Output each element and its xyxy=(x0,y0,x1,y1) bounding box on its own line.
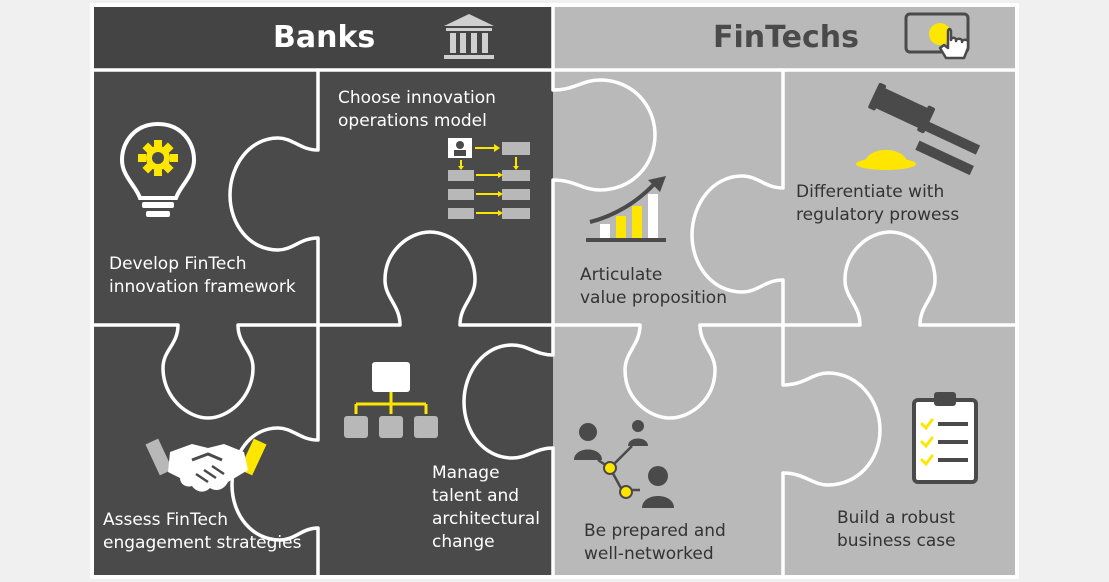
bank-building-icon xyxy=(444,14,494,59)
piece-articulate-label: Articulate value proposition xyxy=(580,264,727,310)
seam-v-1 xyxy=(228,68,320,579)
piece-manage-line-4: change xyxy=(432,532,495,552)
piece-prepared-label: Be prepared and well-networked xyxy=(584,520,726,566)
fintechs-panel-bg xyxy=(553,69,1017,577)
piece-differentiate-label: Differentiate with regulatory prowess xyxy=(796,181,959,227)
piece-manage-line-1: Manage xyxy=(432,463,500,483)
tablet-touch-icon xyxy=(904,12,970,60)
seam-v-3 xyxy=(690,68,882,579)
piece-develop-line-2: innovation framework xyxy=(109,277,296,297)
piece-articulate-line-2: value proposition xyxy=(580,288,727,308)
piece-articulate-line-1: Articulate xyxy=(580,265,663,285)
piece-manage-line-2: talent and xyxy=(432,486,520,506)
seam-h-right-1 xyxy=(551,323,785,420)
banks-title: Banks xyxy=(273,20,376,55)
piece-choose-line-1: Choose innovation xyxy=(338,88,496,108)
handshake-icon xyxy=(145,438,267,492)
piece-prepared-line-2: well-networked xyxy=(584,544,714,564)
fintechs-title: FinTechs xyxy=(713,20,859,55)
seam-h-right-2 xyxy=(781,230,1019,327)
piece-business-line-2: business case xyxy=(837,531,956,551)
growth-chart-icon xyxy=(586,176,666,242)
piece-manage-label: Manage talent and architectural change xyxy=(432,462,540,554)
piece-develop-line-1: Develop FinTech xyxy=(109,254,247,274)
lightbulb-gear-icon xyxy=(119,121,197,217)
puzzle-outlines xyxy=(90,3,1019,579)
piece-differentiate-line-1: Differentiate with xyxy=(796,182,945,202)
seam-v-2 xyxy=(462,68,657,579)
clipboard-checklist-icon xyxy=(912,392,978,484)
piece-business-label: Build a robust business case xyxy=(837,507,956,553)
seam-h-left-1 xyxy=(90,323,320,420)
gavel-icon xyxy=(856,82,981,176)
flowchart-icon xyxy=(448,138,530,219)
org-chart-icon xyxy=(344,362,438,438)
piece-prepared-line-1: Be prepared and xyxy=(584,521,726,541)
piece-assess-line-2: engagement strategies xyxy=(103,533,302,553)
piece-assess-label: Assess FinTech engagement strategies xyxy=(103,509,301,555)
network-people-icon xyxy=(574,420,674,508)
piece-choose-line-2: operations model xyxy=(338,111,487,131)
piece-differentiate-line-2: regulatory prowess xyxy=(796,205,960,225)
piece-manage-line-3: architectural xyxy=(432,509,540,529)
piece-business-line-1: Build a robust xyxy=(837,508,956,528)
seam-h-left-2 xyxy=(316,230,555,327)
piece-choose-label: Choose innovation operations model xyxy=(338,87,496,133)
piece-develop-label: Develop FinTech innovation framework xyxy=(109,253,296,299)
piece-assess-line-1: Assess FinTech xyxy=(103,510,229,530)
